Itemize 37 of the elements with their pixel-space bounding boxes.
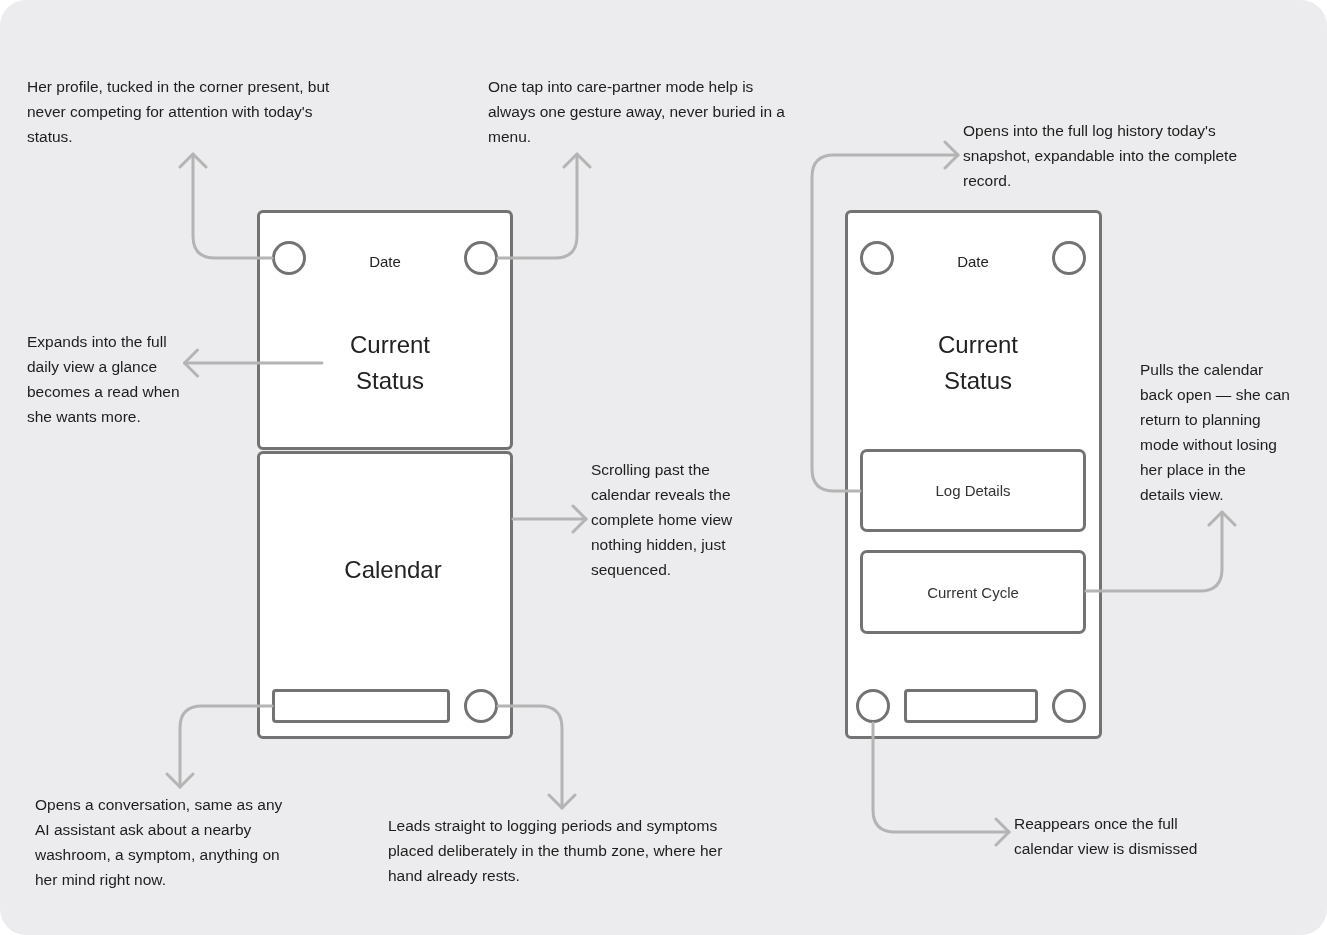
calendar-heading: Calendar: [343, 555, 443, 585]
annotation-text: Leads straight to logging periods and symptoms placed deliberately in the thumb zone, where her hand already rests.: [388, 813, 723, 888]
connector-arrow: [496, 704, 577, 810]
annotation-text: Opens a conversation, same as any AI assistant ask about a nearby washroom, a symptom, anything on her mind right now.: [35, 792, 283, 892]
status-heading: Current Status: [322, 327, 458, 401]
annotation-text: Pulls the calendar back open — she can return to planning mode without losing her place in the details view.: [1140, 357, 1290, 507]
details-card: Log Details: [860, 449, 1086, 532]
status-heading: Current Status: [937, 330, 1019, 396]
connector-arrow: [178, 152, 274, 260]
circle-icon: [856, 689, 890, 723]
connector-arrow: [810, 140, 960, 493]
circle-icon: [464, 241, 498, 275]
circle-icon: [1052, 689, 1086, 723]
empty-button: [904, 689, 1038, 723]
circle-icon: [272, 241, 306, 275]
connector-arrow: [511, 504, 588, 534]
calendar-panel: [257, 451, 513, 739]
connector-arrow: [165, 704, 274, 789]
annotation-text: Her profile, tucked in the corner present, but never competing for attention with today's status.: [27, 74, 330, 149]
cycle-card: Current Cycle: [860, 550, 1086, 634]
date-label: Date: [368, 252, 402, 272]
circle-icon: [1052, 241, 1086, 275]
phone-screen: [845, 210, 1102, 739]
screen-panel: [257, 210, 513, 450]
connector-arrow: [871, 721, 1011, 847]
connector-arrow: [496, 152, 592, 260]
annotation-text: Opens into the full log history today's snapshot, expandable into the complete record.: [963, 118, 1238, 193]
connector-arrow: [183, 348, 324, 378]
connector-arrow: [1084, 510, 1237, 593]
empty-button: [272, 689, 450, 723]
annotation-text: Expands into the full daily view a glance becomes a read when she wants more.: [27, 329, 180, 429]
circle-icon: [464, 689, 498, 723]
date-label: Date: [956, 252, 990, 272]
annotation-text: Scrolling past the calendar reveals the complete home view nothing hidden, just sequenced.: [591, 457, 733, 582]
circle-icon: [860, 241, 894, 275]
annotation-text: One tap into care-partner mode help is always one gesture away, never buried in a menu.: [488, 74, 785, 149]
annotation-text: Reappears once the full calendar view is dismissed: [1014, 811, 1198, 861]
